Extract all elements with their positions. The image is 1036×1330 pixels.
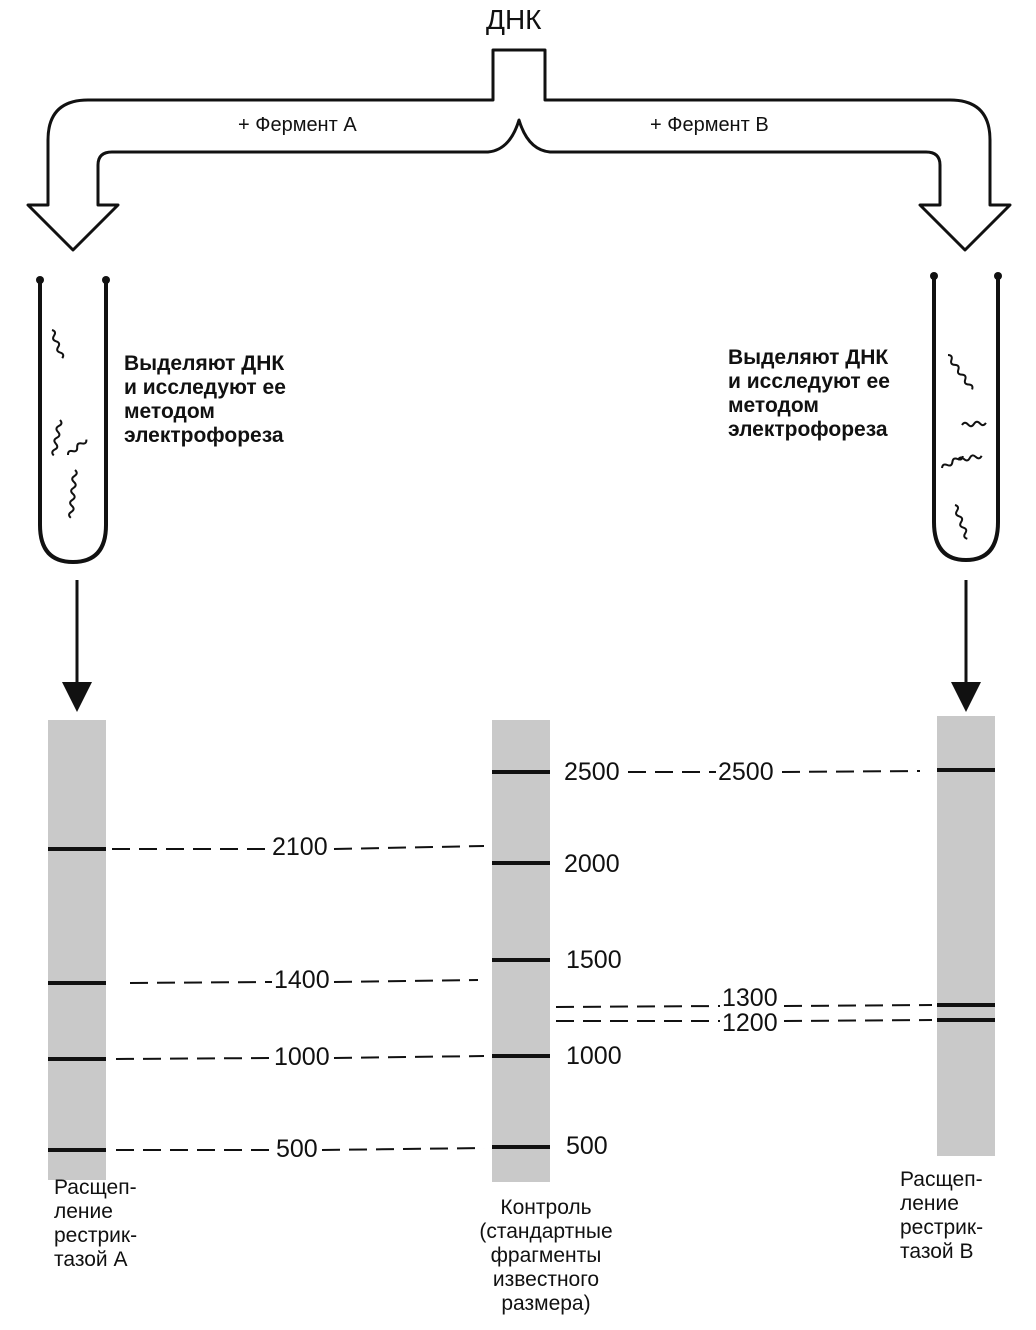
caption-lane-a: Расщеп- ление рестрик- тазой А [54,1176,138,1271]
enzyme-a-label: + Фермент А [238,114,357,136]
label-c-1500: 1500 [566,946,622,974]
label-c-2000: 2000 [564,850,620,878]
dna-fragment [954,504,968,540]
dna-fragment [66,439,88,456]
gel-lane-a [48,720,106,1180]
dna-fragment [957,454,983,462]
test-tube-right [930,272,1002,563]
caption-control: Контроль (стандартные фрагменты известно… [479,1196,613,1315]
dna-fragment [51,329,65,359]
label-c-1000: 1000 [566,1042,622,1070]
dna-fragment [68,469,78,519]
label-c-500: 500 [566,1132,608,1160]
caption-lane-b: Расщеп- ление рестрик- тазой В [900,1168,984,1263]
label-b-1200: 1200 [722,1009,778,1037]
dna-fragment [51,419,63,457]
arrow-down-left [62,580,92,712]
label-a-2100: 2100 [272,833,328,861]
label-c-2500: 2500 [564,758,620,786]
dna-title: ДНК [486,4,542,35]
label-a-1400: 1400 [274,966,330,994]
branch-arrow [26,48,1012,252]
label-b-1300: 1300 [722,984,778,1012]
label-b-2500: 2500 [718,758,774,786]
note-right: Выделяют ДНК и исследуют ее методом элек… [728,346,890,441]
arrow-down-right [951,580,981,712]
enzyme-b-label: + Фермент В [650,114,769,136]
label-a-500: 500 [276,1135,318,1163]
dna-fragment [941,455,964,469]
dashed-connectors [112,770,933,1151]
test-tube-left [36,276,110,565]
gel-lane-b [937,716,995,1156]
label-a-1000: 1000 [274,1043,330,1071]
note-left: Выделяют ДНК и исследуют ее методом элек… [124,352,286,447]
dna-fragment [961,420,987,428]
dna-fragment [947,354,974,390]
gel-lane-control [492,720,550,1182]
